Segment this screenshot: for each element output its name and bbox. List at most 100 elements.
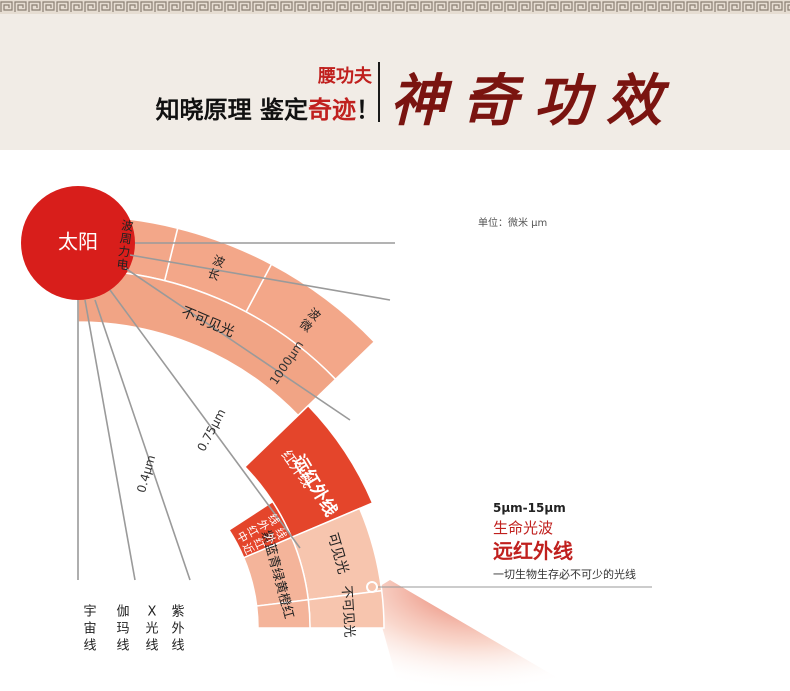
- fret-motif: [714, 1, 727, 12]
- fret-motif: [588, 1, 601, 12]
- fret-motif: [84, 1, 97, 12]
- fret-motif: [140, 1, 153, 12]
- fret-motif: [210, 1, 223, 12]
- far-infrared-marker: [366, 581, 378, 593]
- callout-line1: 生命光波: [493, 519, 553, 537]
- fret-motif: [126, 1, 139, 12]
- fret-motif: [476, 1, 489, 12]
- fret-motif: [686, 1, 699, 12]
- page-header: 腰功夫 知晓原理 鉴定奇迹！ 神奇功效: [0, 0, 790, 150]
- fret-motif: [448, 1, 461, 12]
- fret-motif: [560, 1, 573, 12]
- fret-motif: [70, 1, 83, 12]
- fret-motif: [280, 1, 293, 12]
- label-short-wave-3-char: 线: [171, 639, 184, 654]
- sun-ray: [124, 267, 351, 421]
- fret-motif: [616, 1, 629, 12]
- label-short-wave-1: 伽玛线: [116, 605, 129, 654]
- label-electric-wave-char: 波: [121, 218, 135, 233]
- fret-motif: [728, 1, 741, 12]
- sun-ray: [129, 254, 391, 301]
- fret-motif: [154, 1, 167, 12]
- fret-motif: [308, 1, 321, 12]
- header-title-red: 奇迹: [308, 96, 356, 124]
- fret-motif: [238, 1, 251, 12]
- sun-ray: [109, 289, 301, 549]
- fret-motif: [630, 1, 643, 12]
- label-near-infrared-char: 红: [251, 536, 267, 551]
- label-invisible-bottom: 不可见光: [338, 585, 356, 638]
- label-short-wave-1-char: 玛: [116, 622, 129, 637]
- fret-motif: [14, 1, 27, 12]
- fret-motif: [0, 1, 13, 12]
- fret-motif: [378, 1, 391, 12]
- fret-motif: [644, 1, 657, 12]
- fret-motif: [462, 1, 475, 12]
- band-short-waves: [255, 598, 311, 629]
- header-subtitle: 腰功夫: [318, 66, 372, 87]
- fret-motif: [532, 1, 545, 12]
- fret-motif: [336, 1, 349, 12]
- label-electric-wave-char: 力: [117, 244, 131, 259]
- fret-motif: [742, 1, 755, 12]
- light-beam: [372, 580, 580, 691]
- label-short-wave-0: 宇宙线: [83, 605, 96, 654]
- sun-ray: [94, 299, 191, 581]
- label-mid-infrared-char: 红: [244, 523, 261, 539]
- fret-motif: [602, 1, 615, 12]
- header-title-black: 知晓原理 鉴定: [155, 96, 308, 124]
- label-short-wave-2-char: 线: [145, 639, 158, 654]
- fret-motif: [434, 1, 447, 12]
- label-short-wave-1-char: 线: [116, 639, 129, 654]
- label-short-wave-2-char: X: [148, 605, 157, 620]
- label-short-wave-2-char: 光: [145, 622, 158, 637]
- fret-motif: [420, 1, 433, 12]
- fret-motif: [504, 1, 517, 12]
- fret-motif: [574, 1, 587, 12]
- fret-motif: [98, 1, 111, 12]
- fret-motif: [112, 1, 125, 12]
- header-title: 知晓原理 鉴定奇迹！: [100, 90, 380, 125]
- fret-motif: [770, 1, 783, 12]
- label-mid-infrared-char: 中: [234, 529, 251, 545]
- label-short-wave-3: 紫外线: [171, 605, 184, 654]
- brand-calligraphy: 神奇功效: [390, 68, 678, 134]
- wavelength-label: 0.75μm: [194, 407, 228, 454]
- label-short-wave-2: X光线: [145, 605, 158, 654]
- fret-motif: [518, 1, 531, 12]
- label-short-wave-0-char: 宙: [83, 622, 96, 637]
- fret-motif: [406, 1, 419, 12]
- fret-border: [0, 0, 790, 14]
- callout-note: 一切生物生存必不可少的光线: [493, 567, 636, 581]
- label-short-wave-3-char: 外: [171, 622, 184, 637]
- fret-motif: [294, 1, 307, 12]
- fret-motif: [350, 1, 363, 12]
- label-electric-wave-char: 周: [119, 231, 133, 246]
- fret-motif: [364, 1, 377, 12]
- fret-motif: [756, 1, 769, 12]
- sun-ray: [84, 299, 136, 581]
- fret-motif: [196, 1, 209, 12]
- fret-motif: [252, 1, 265, 12]
- sun-circle: [21, 186, 135, 300]
- fret-motif: [266, 1, 279, 12]
- fret-motif: [182, 1, 195, 12]
- header-divider: [378, 62, 380, 122]
- label-near-infrared-char: 外: [261, 531, 277, 546]
- unit-label: 单位：微米 μm: [478, 216, 547, 229]
- label-short-wave-0-char: 线: [83, 639, 96, 654]
- fret-motif: [490, 1, 503, 12]
- fret-motif: [224, 1, 237, 12]
- fret-motif: [28, 1, 41, 12]
- label-long-wave-char: 长: [206, 266, 222, 283]
- sun-label: 太阳: [58, 230, 98, 254]
- callout-line2: 远红外线: [493, 539, 573, 563]
- fret-motif: [546, 1, 559, 12]
- fret-motif: [700, 1, 713, 12]
- label-short-wave-3-char: 紫: [171, 605, 184, 620]
- fret-motif: [392, 1, 405, 12]
- label-long-wave-char: 波: [211, 253, 227, 270]
